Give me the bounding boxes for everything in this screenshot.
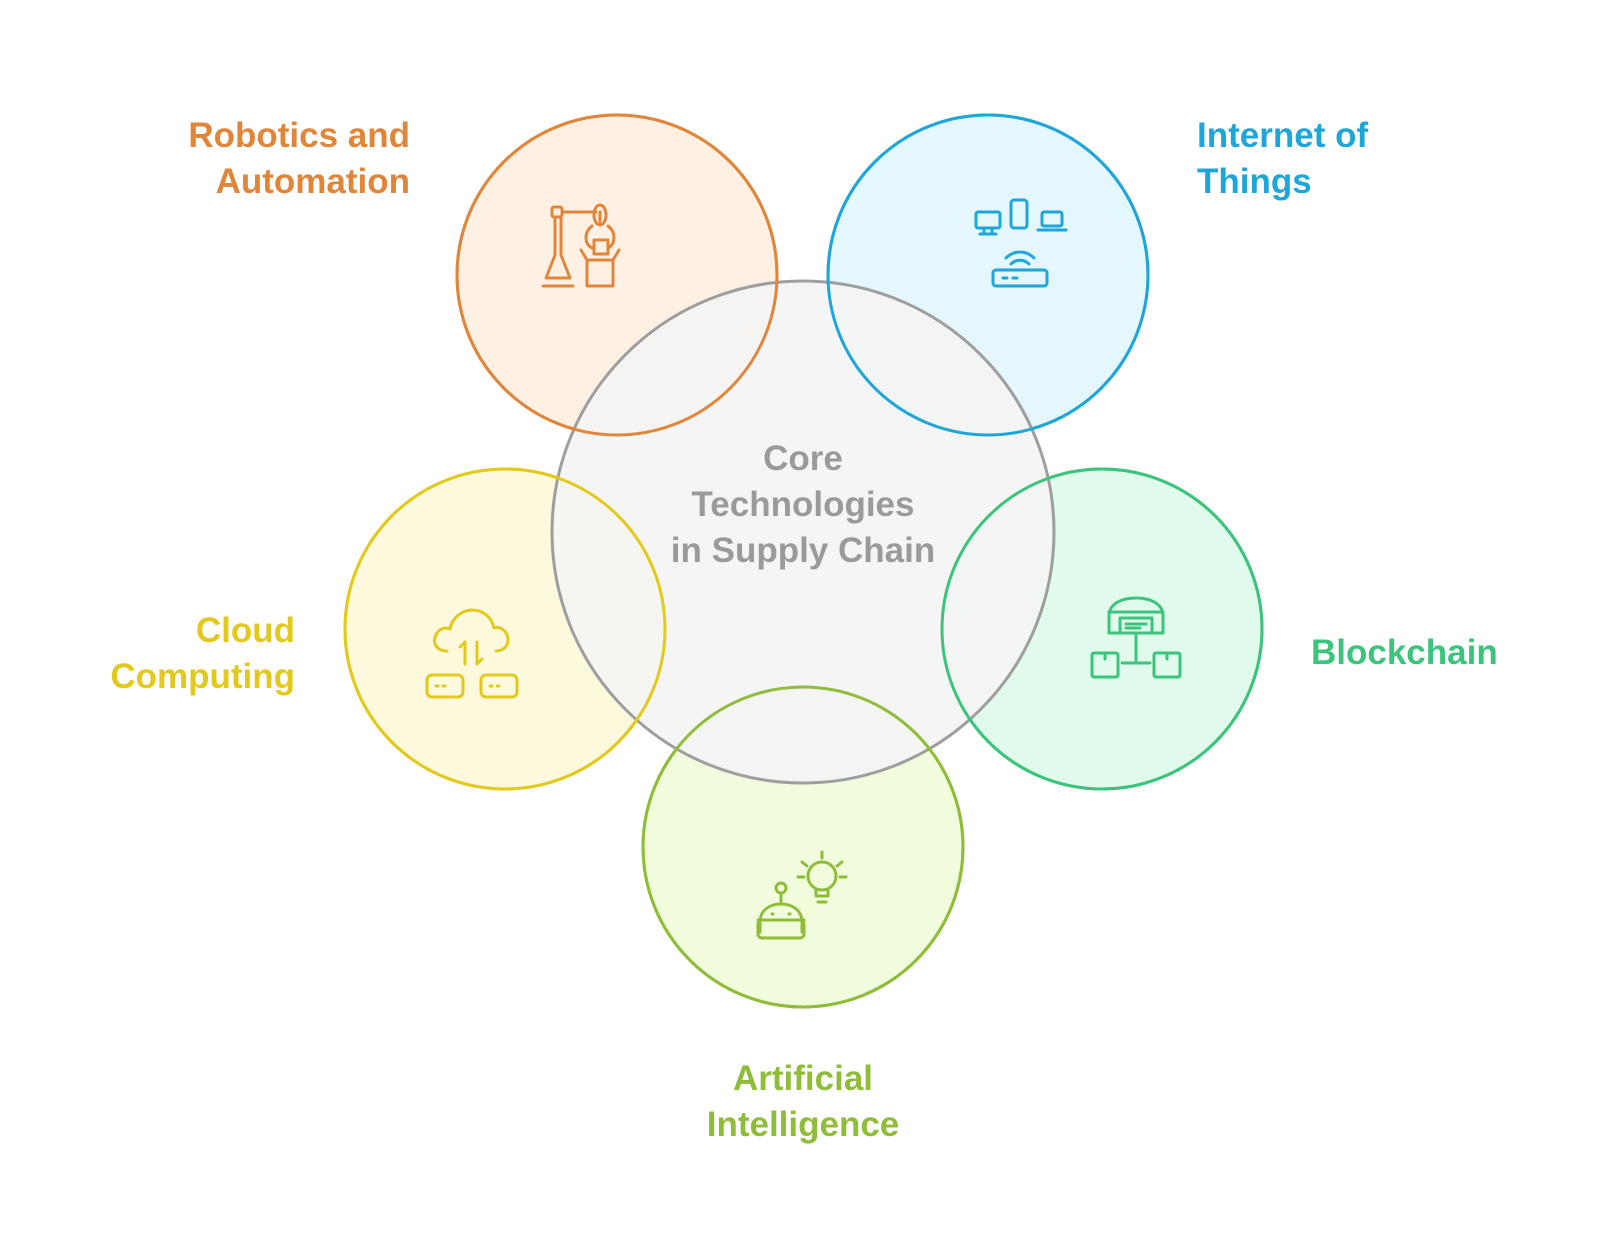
iot-circle-outline [826,113,1150,437]
iot-label-line-1: Internet of [1197,116,1369,155]
ai-label-line-2: Intelligence [706,1105,900,1144]
iot-label: Internet of Things [1197,113,1447,205]
connected-devices-icon [974,198,1068,288]
center-circle [550,279,1056,785]
robot-lightbulb-icon [756,850,848,940]
ai-label-line-1: Artificial [732,1059,874,1098]
robotics-circle-outline [455,113,779,437]
center-title-line-1: Core [763,439,843,478]
robotics-label-line-2: Automation [215,162,410,201]
robotics-label: Robotics and Automation [160,113,410,205]
robotics-label-line-1: Robotics and [188,116,410,155]
ai-circle-outline [641,685,965,1009]
cloud-servers-icon [425,608,519,699]
blockchain-label-line-1: Blockchain [1311,633,1498,672]
blockchain-circle-outline [940,467,1264,791]
center-title-line-3: in Supply Chain [670,531,936,570]
robotic-arm-icon [541,203,621,288]
center-title-line-2: Technologies [691,485,915,524]
cloud-label-line-1: Cloud [195,611,295,650]
cloud-label-line-2: Computing [110,657,295,696]
center-title: Core Technologies in Supply Chain [643,436,963,574]
warehouse-network-icon [1090,596,1182,679]
ai-label: Artificial Intelligence [653,1056,953,1148]
blockchain-label: Blockchain [1311,630,1561,676]
iot-label-line-2: Things [1197,162,1312,201]
cloud-circle-outline [343,467,667,791]
cloud-label: Cloud Computing [45,608,295,700]
